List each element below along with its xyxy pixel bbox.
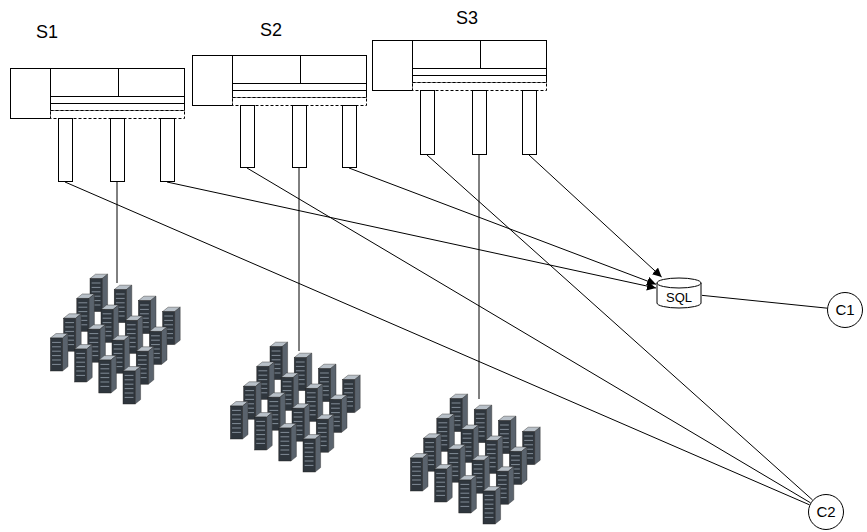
storage-array: S3 (372, 8, 548, 155)
server-farm (410, 394, 540, 524)
farm-link (117, 182, 118, 283)
array-label: S2 (260, 20, 282, 41)
client-label: C1 (835, 301, 854, 318)
database-label: SQL (666, 291, 692, 306)
server-farm (50, 274, 180, 404)
array-label: S3 (456, 8, 478, 29)
connector-line (247, 168, 811, 503)
storage-array: S2 (192, 20, 368, 168)
client-circle: C1 (827, 292, 863, 328)
connector-line (529, 155, 662, 277)
connector-line (702, 295, 827, 308)
farm-link (299, 168, 300, 351)
server-farm (230, 342, 360, 472)
database-cylinder: SQL (656, 277, 702, 309)
farm-link (479, 155, 480, 399)
connector-line (427, 155, 813, 500)
storage-array: S1 (10, 22, 186, 182)
client-circle: C2 (808, 494, 844, 530)
array-label: S1 (36, 22, 58, 43)
connector-line (167, 182, 656, 288)
storage-array-shape (10, 22, 186, 182)
connector-line (349, 168, 656, 284)
connector-line (65, 182, 809, 505)
storage-array-shape (192, 20, 368, 168)
client-label: C2 (816, 503, 835, 520)
storage-array-shape (372, 8, 548, 155)
